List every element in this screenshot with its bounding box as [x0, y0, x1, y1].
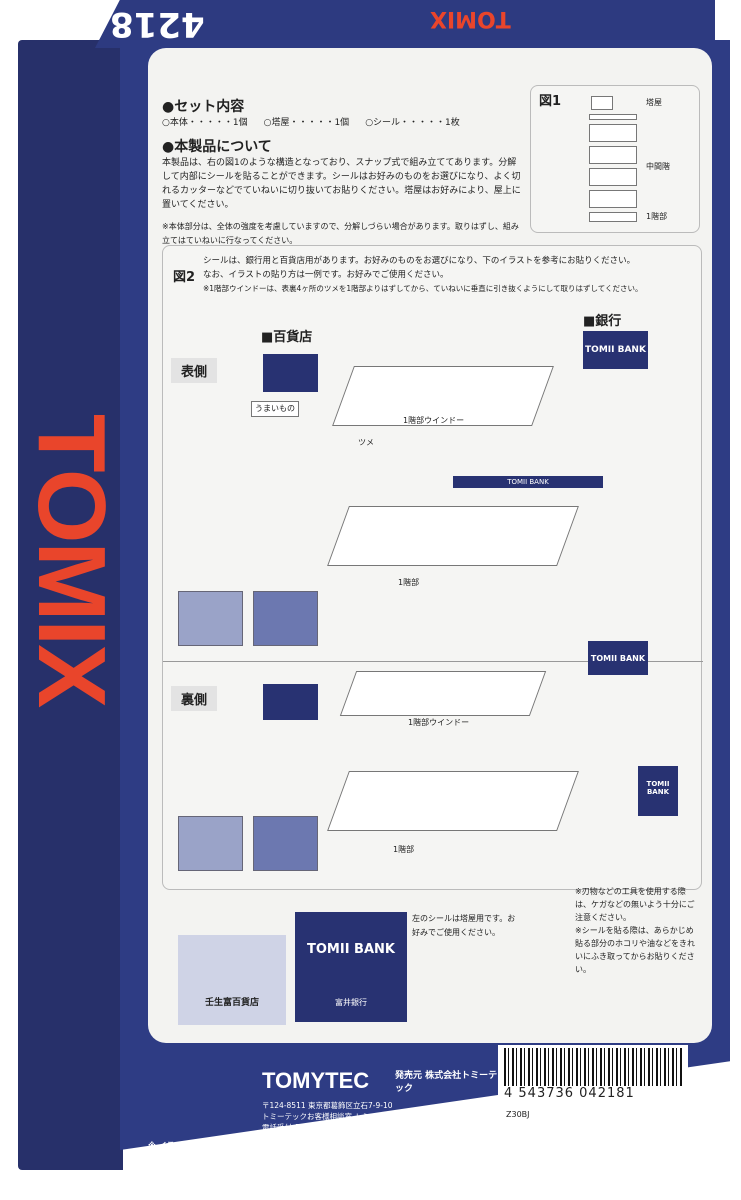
tower-part [591, 96, 613, 110]
floor-part [589, 124, 637, 142]
figure-2-label: 図2 [173, 270, 196, 285]
floor-tile-sticker [178, 591, 243, 646]
barcode-bars [504, 1048, 682, 1086]
product-number: 4218 [110, 4, 205, 44]
product-code: Z30BJ [498, 1110, 538, 1119]
bank-strip-sticker: TOMII BANK [453, 476, 603, 488]
building-interior-diagram [327, 771, 579, 831]
caution: ※刃物などの工具を使用する際は、ケガなどの無いよう十分にご注意ください。 [575, 887, 695, 922]
cautions: ※刃物などの工具を使用する際は、ケガなどの無いよう十分にご注意ください。 ※シー… [575, 885, 695, 976]
fig2-text: なお、イラストの貼り方は一例です。お好みでご使用ください。 [203, 270, 449, 280]
contents-item: ○塔屋・・・・・1個 [263, 118, 350, 128]
building-interior-diagram [327, 506, 579, 566]
floor-part [589, 168, 637, 186]
figure-2: 図2 シールは、銀行用と百貨店用があります。お好みのものをお選びになり、下のイラ… [162, 245, 703, 890]
dept-store-sticker [263, 354, 318, 392]
bank-vertical-sticker: TOMII BANK [638, 766, 678, 816]
floor1-label: 1階部 [398, 578, 420, 587]
contents-item: ○シール・・・・・1枚 [365, 118, 460, 128]
window-label: 1階部ウインドー [408, 718, 470, 727]
front-side-label: 表側 [171, 358, 218, 383]
dept-store-sticker [263, 684, 318, 720]
disclaimer: ※ イラストは製品と一部異なる場合があります。 [148, 1141, 231, 1172]
caution: ※シールを貼る際は、あらかじめ貼る部分のホコリや油などをきれいにふき取ってからお… [575, 926, 695, 974]
bank-sub: 富井銀行 [335, 998, 367, 1007]
barcode-number: 4 543736 042181 [504, 1086, 635, 1101]
about-note: ※本体部分は、全体の強度を考慮していますので、分解しづらい場合があります。取りは… [162, 222, 519, 245]
roof-part [589, 114, 637, 120]
dept-store-tower-sticker: 壬生富百貨店 [178, 935, 286, 1025]
tab-label: ツメ [358, 438, 374, 447]
figure-1: 図1 塔屋 中間階 1階部 [530, 85, 700, 233]
address-block: 〒124-8511 東京都葛飾区立石7-9-10 トミーテックお客様相談室 トミ… [262, 1100, 512, 1133]
part-label: 1階部 [646, 212, 668, 221]
floor-part [589, 146, 637, 164]
bank-name: TOMII BANK [307, 942, 395, 957]
window-label: 1階部ウインドー [403, 416, 465, 425]
tomix-logo: TOMIX [18, 413, 125, 707]
contents-heading: ●セット内容 [162, 99, 245, 115]
divider [163, 661, 703, 662]
dept-store-heading: ■百貨店 [261, 330, 313, 345]
fig2-text: シールは、銀行用と百貨店用があります。お好みのものをお選びになり、下のイラストを… [203, 256, 636, 266]
building-back-diagram [339, 671, 547, 716]
bank-sticker: TOMII BANK [588, 641, 648, 675]
floor-tile-sticker [253, 591, 318, 646]
bank-tower-sticker: TOMII BANK 富井銀行 [295, 912, 407, 1022]
floor-tile-sticker [253, 816, 318, 871]
fig2-text: ※1階部ウインドーは、表裏4ヶ所のツメを1階部よりはずしてから、ていねいに垂直に… [203, 284, 643, 293]
about-body: 本製品は、右の図1のような構造となっており、スナップ式で組み立ててあります。分解… [162, 158, 521, 210]
contents-item: ○本体・・・・・1個 [162, 118, 248, 128]
ground-floor-part [589, 212, 637, 222]
flap-logo: TOMIX [430, 6, 511, 31]
back-side-label: 裏側 [171, 686, 218, 711]
address: 〒124-8511 東京都葛飾区立石7-9-10 [262, 1101, 393, 1110]
part-label: 中間階 [646, 162, 670, 171]
sticker-text: うまいもの [251, 401, 299, 417]
tower-note: 左のシールは塔屋用です。お好みでご使用ください。 [412, 914, 516, 937]
about-heading: ●本製品について [162, 139, 272, 155]
floor-tile-sticker [178, 816, 243, 871]
set-contents: ●セット内容 ○本体・・・・・1個 ○塔屋・・・・・1個 ○シール・・・・・1枚… [162, 96, 522, 248]
floor-part [589, 190, 637, 208]
barcode: 4 543736 042181 [498, 1045, 688, 1107]
box-side [18, 40, 123, 1170]
part-label: 塔屋 [646, 98, 662, 107]
bank-heading: ■銀行 [583, 314, 622, 329]
contact: トミーテックお客様相談室 トミックス係 TEL 03(3695)3161(代) [262, 1112, 485, 1121]
hours: 電話受付 月〜金曜日(祝・祭・休日を除く)10〜17時 [262, 1123, 440, 1132]
floor1-label: 1階部 [393, 845, 415, 854]
tomytec-logo: TOMYTEC [262, 1068, 370, 1093]
bank-sticker: TOMII BANK [583, 331, 648, 369]
seller: 発売元 株式会社トミーテック [395, 1071, 498, 1094]
figure-1-label: 図1 [539, 94, 562, 109]
